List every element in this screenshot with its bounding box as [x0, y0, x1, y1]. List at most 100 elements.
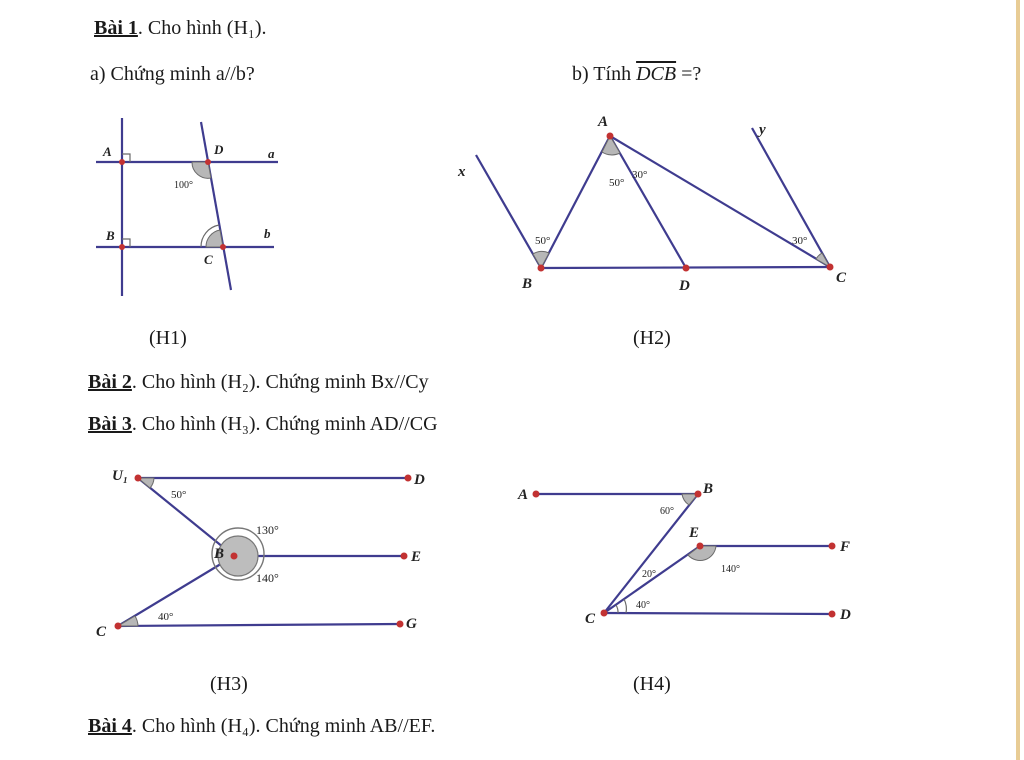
h3-label-a: U₁	[112, 468, 128, 484]
h3-angle-c-arc	[116, 615, 139, 627]
h4-angle-e-value: 140°	[721, 564, 740, 575]
h2-ray-bx	[475, 154, 542, 269]
h1-line-dc	[199, 121, 233, 291]
h2-angle-a-arc	[601, 134, 621, 156]
h4-point-c	[600, 609, 608, 617]
h3-label-b: B	[213, 546, 224, 562]
bai4-line: Bài 4. Cho hình (H₄). Chứng minh AB//EF.	[88, 714, 435, 738]
h4-angle-c-arc-1	[615, 604, 619, 614]
bai1-title: Bài 1	[94, 17, 138, 39]
h1-right-angle-b	[122, 238, 131, 247]
h3-point-b	[230, 552, 238, 560]
bai4-text: . Cho hình (H₄). Chứng minh AB//EF.	[131, 715, 436, 737]
bai2-text: . Cho hình (H₂). Chứng minh Bx//Cy	[131, 371, 429, 393]
h3-angle-a-value: 50°	[171, 489, 186, 501]
h4-angle-c-arc-2	[623, 598, 627, 614]
h2-point-b	[537, 264, 545, 272]
page-right-border	[1016, 0, 1020, 760]
h4-point-e	[696, 542, 704, 550]
h2-angle-c-arc	[815, 252, 832, 269]
h1-point-a	[119, 159, 125, 165]
h1-label-c: C	[204, 252, 213, 267]
h4-point-f	[828, 542, 836, 550]
bai1-part-b-angle: DCB	[636, 63, 677, 85]
h2-label-y: y	[757, 122, 766, 138]
h3-point-a	[134, 474, 142, 482]
h4-label-c: C	[585, 611, 596, 627]
h2-point-a	[606, 132, 614, 140]
h2-label-d: D	[678, 278, 690, 294]
bai2-line: Bài 2. Cho hình (H₂). Chứng minh Bx//Cy	[88, 370, 429, 394]
h2-angle-b-value: 50°	[535, 235, 550, 247]
h2-ray-cy	[751, 127, 831, 268]
h2-segment-ad	[609, 135, 687, 269]
bai1-part-b: b) Tính DCB =?	[572, 62, 701, 86]
h1-point-d	[205, 159, 211, 165]
h3-label-g: G	[406, 616, 417, 632]
h2-point-d	[682, 264, 690, 272]
h1-angle-c-arc-outer	[200, 224, 220, 248]
bai1-line: Bài 1. Cho hình (H₁).	[94, 16, 267, 40]
h3-point-e	[400, 552, 408, 560]
h1-angle-d-arc	[191, 161, 212, 179]
h3-angle-b-inner-arc	[217, 535, 259, 577]
h3-segment-ab	[137, 477, 235, 557]
bai4-title: Bài 4	[88, 715, 132, 737]
h1-caption: (H1)	[149, 327, 187, 349]
h3-angle-c-value: 40°	[158, 611, 173, 623]
h3-angle-b2-value: 140°	[256, 571, 279, 585]
h3-label-e: E	[410, 549, 421, 565]
h1-angle-c-arc	[205, 229, 224, 248]
h4-label-e: E	[688, 525, 699, 541]
h2-label-x: x	[457, 164, 466, 180]
h3-point-g	[396, 620, 404, 628]
h3-angle-a-arc	[136, 477, 155, 489]
h1-label-line-b: b	[264, 226, 271, 241]
h4-point-d	[828, 610, 836, 618]
h2-segment-ac	[609, 135, 831, 268]
h3-point-d	[404, 474, 412, 482]
h4-caption: (H4)	[633, 673, 671, 695]
h2-point-c	[826, 263, 834, 271]
h1-point-c	[220, 244, 226, 250]
h4-point-b	[694, 490, 702, 498]
h4-angle-e-arc	[687, 545, 717, 561]
h3-ray-cg	[117, 622, 401, 628]
h4-label-d: D	[839, 607, 851, 623]
h3-label-d: D	[413, 472, 425, 488]
h1-label-b: B	[105, 228, 115, 243]
h3-angle-b1-value: 130°	[256, 523, 279, 537]
h4-angle-b-arc	[681, 493, 700, 506]
h4-angle-c1-value: 20°	[642, 569, 656, 580]
h3-label-c: C	[96, 624, 107, 640]
h1-point-b	[119, 244, 125, 250]
bai1-part-b-prefix: b) Tính	[572, 63, 637, 85]
bai2-title: Bài 2	[88, 371, 132, 393]
h4-ray-cd	[603, 611, 833, 616]
bai3-text: . Cho hình (H₃). Chứng minh AD//CG	[131, 413, 438, 435]
h3-segment-bc	[117, 555, 235, 627]
h4-angle-b-value: 60°	[660, 506, 674, 517]
h3-angle-b-outer-arc	[211, 527, 265, 581]
h2-angle-a2-value: 30°	[632, 169, 647, 181]
h1-label-d: D	[213, 142, 224, 157]
h2-label-c: C	[836, 270, 847, 286]
h1-right-angle-a	[122, 153, 131, 162]
h2-caption: (H2)	[633, 327, 671, 349]
h3-point-c	[114, 622, 122, 630]
bai3-line: Bài 3. Cho hình (H₃). Chứng minh AD//CG	[88, 412, 438, 436]
bai1-text: . Cho hình (H₁).	[137, 17, 267, 39]
h2-label-a: A	[597, 114, 608, 130]
h2-segment-ba	[540, 135, 611, 269]
h2-angle-b-arc	[532, 250, 550, 270]
h3-caption: (H3)	[210, 673, 248, 695]
h4-label-b: B	[702, 481, 713, 497]
h2-angle-a1-value: 50°	[609, 177, 624, 189]
h4-segment-bc	[603, 493, 699, 614]
h4-point-a	[532, 490, 540, 498]
h4-angle-c2-value: 40°	[636, 600, 650, 611]
bai1-part-a: a) Chứng minh a//b?	[90, 63, 255, 85]
